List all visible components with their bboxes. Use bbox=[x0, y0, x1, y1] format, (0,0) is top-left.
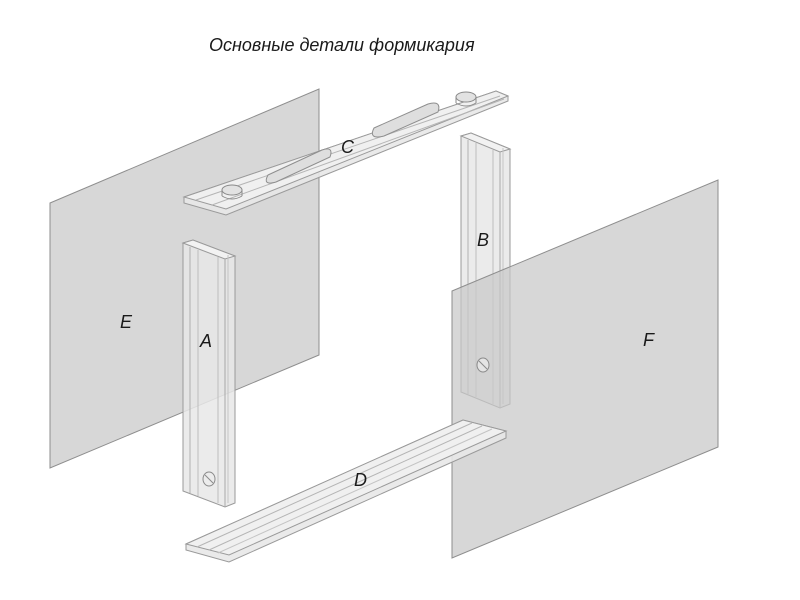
label-a: A bbox=[199, 331, 212, 351]
screw-hole-icon bbox=[202, 471, 216, 487]
slot-left bbox=[265, 148, 332, 184]
label-f: F bbox=[643, 330, 655, 350]
profile-c bbox=[182, 90, 510, 216]
screw-hole-b-icon bbox=[476, 357, 490, 373]
profile-a bbox=[181, 239, 237, 508]
profile-d bbox=[184, 419, 508, 563]
cylinder-right-icon bbox=[455, 91, 477, 107]
slot-right bbox=[371, 102, 440, 138]
label-c: C bbox=[341, 137, 355, 157]
label-d: D bbox=[354, 470, 367, 490]
cylinder-left-icon bbox=[221, 184, 243, 200]
diagram-title: Основные детали формикария bbox=[209, 35, 475, 55]
panel-f bbox=[451, 179, 719, 559]
label-b: B bbox=[477, 230, 489, 250]
label-e: E bbox=[120, 312, 133, 332]
